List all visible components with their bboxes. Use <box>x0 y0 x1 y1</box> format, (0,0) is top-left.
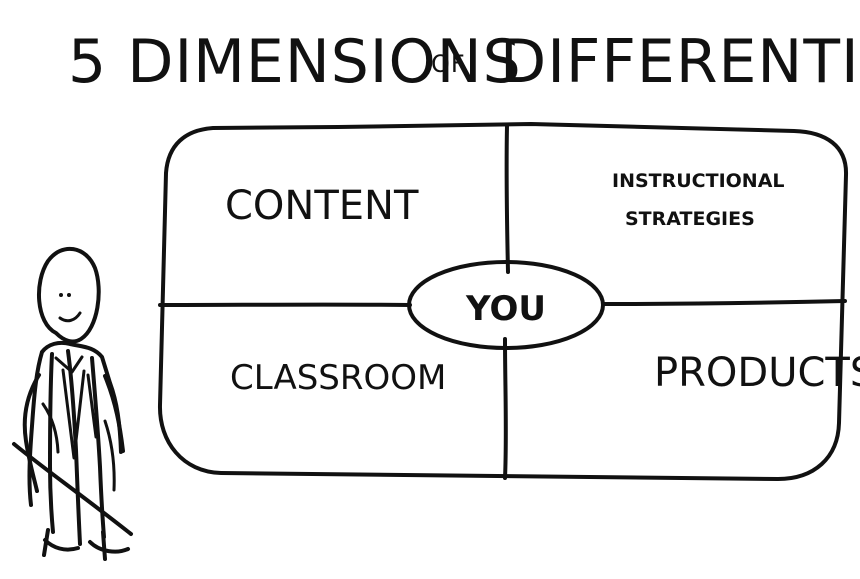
presenter-feet <box>42 528 130 561</box>
quadrant-instructional-label: INSTRUCTIONAL <box>612 170 785 192</box>
center-label: YOU <box>465 289 546 329</box>
presenter-right-arm <box>103 374 125 453</box>
title-connector: OF <box>431 50 466 78</box>
vertical-divider <box>503 124 510 480</box>
title-main-left: 5 DIMENSIONS <box>68 27 522 97</box>
quadrant-products-label: PRODUCTS <box>654 350 860 396</box>
presenter-left-eye <box>59 293 63 297</box>
quadrant-content-label: CONTENT <box>225 183 419 229</box>
quadrant-classroom-label: CLASSROOM <box>230 358 446 398</box>
presenter-pointer <box>12 442 133 536</box>
presenter-figure <box>12 246 133 561</box>
presenter-suit <box>27 340 123 546</box>
presenter-head <box>37 246 101 344</box>
framework-diagram: YOU CONTENT INSTRUCTIONAL STRATEGIES CLA… <box>157 122 860 481</box>
title-group: 5 DIMENSIONS OF DIFFERENTIATION <box>68 27 860 97</box>
framework-border <box>157 122 849 481</box>
center-ellipse <box>407 260 605 350</box>
horizontal-divider <box>158 299 847 307</box>
presenter-jacket-detail <box>41 355 116 492</box>
presenter-left-arm <box>22 373 41 493</box>
quadrant-strategies-label: STRATEGIES <box>625 208 755 230</box>
title-main-right: DIFFERENTIATION <box>500 27 860 97</box>
presenter-right-eye <box>67 293 71 297</box>
presenter-smile <box>58 311 82 323</box>
